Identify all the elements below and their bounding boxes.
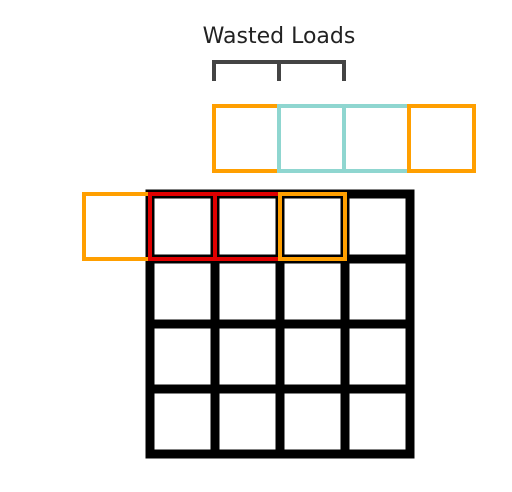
wasted-loads-bracket bbox=[212, 60, 346, 81]
wasted-load-cell-1 bbox=[277, 104, 346, 173]
load-cell-orange-in-grid bbox=[278, 192, 347, 261]
wasted-load-cell-2 bbox=[342, 104, 411, 173]
active-cell-2 bbox=[213, 192, 282, 261]
load-cell-orange-left bbox=[212, 104, 281, 173]
load-cell-orange-outside bbox=[82, 192, 152, 261]
active-cell-1 bbox=[148, 192, 217, 261]
wasted-loads-label: Wasted Loads bbox=[203, 24, 356, 49]
active-cells bbox=[148, 192, 282, 261]
load-row bbox=[212, 104, 476, 173]
load-cell-orange-right bbox=[407, 104, 476, 173]
